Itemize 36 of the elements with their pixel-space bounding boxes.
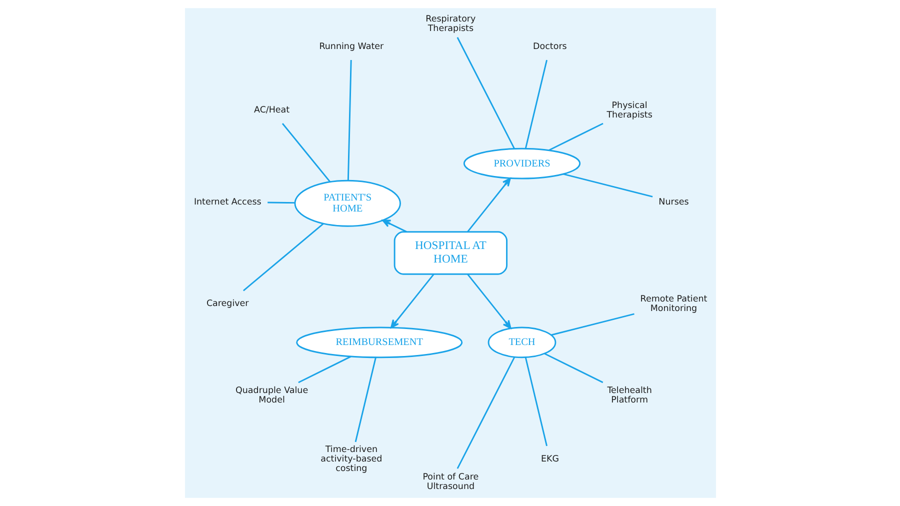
connector: [548, 122, 603, 151]
arrow: [466, 274, 511, 329]
node-text: Time-driven activity-based costing: [320, 444, 382, 474]
arrow: [382, 220, 406, 232]
connector: [346, 60, 352, 181]
node-text: Running Water: [318, 42, 384, 52]
connector: [524, 60, 547, 149]
node-text: Nurses: [658, 197, 688, 208]
node-text: Doctors: [532, 42, 566, 52]
connector: [456, 37, 515, 149]
node-text: Caregiver: [206, 299, 248, 310]
node-text: Physical Therapists: [606, 100, 652, 120]
node-text: EKG: [540, 454, 558, 464]
node-text: Respiratory Therapists: [425, 14, 476, 34]
node-text: AC/Heat: [254, 106, 290, 116]
connector: [267, 202, 294, 204]
node-text: Remote Patient Monitoring: [640, 294, 707, 314]
connector: [550, 313, 634, 336]
connector: [562, 173, 652, 198]
arrow: [390, 274, 434, 328]
node-text: Quadruple Value Model: [235, 386, 308, 406]
connector: [524, 357, 547, 446]
connector: [456, 356, 515, 469]
connector: [281, 123, 330, 182]
node-ellipse: PROVIDERS: [462, 148, 580, 180]
connector: [298, 356, 351, 384]
node-text: Point of Care Ultrasound: [422, 472, 478, 492]
node-text: Internet Access: [193, 197, 261, 208]
node-ellipse: REIMBURSEMENT: [296, 326, 462, 358]
arrow: [466, 178, 510, 232]
connector: [354, 357, 376, 442]
node-text: Telehealth Platform: [606, 386, 652, 406]
node-ellipse: TECH: [487, 326, 556, 358]
connector: [242, 223, 324, 292]
connector: [544, 352, 603, 384]
node-box: HOSPITAL AT HOME: [393, 231, 508, 275]
